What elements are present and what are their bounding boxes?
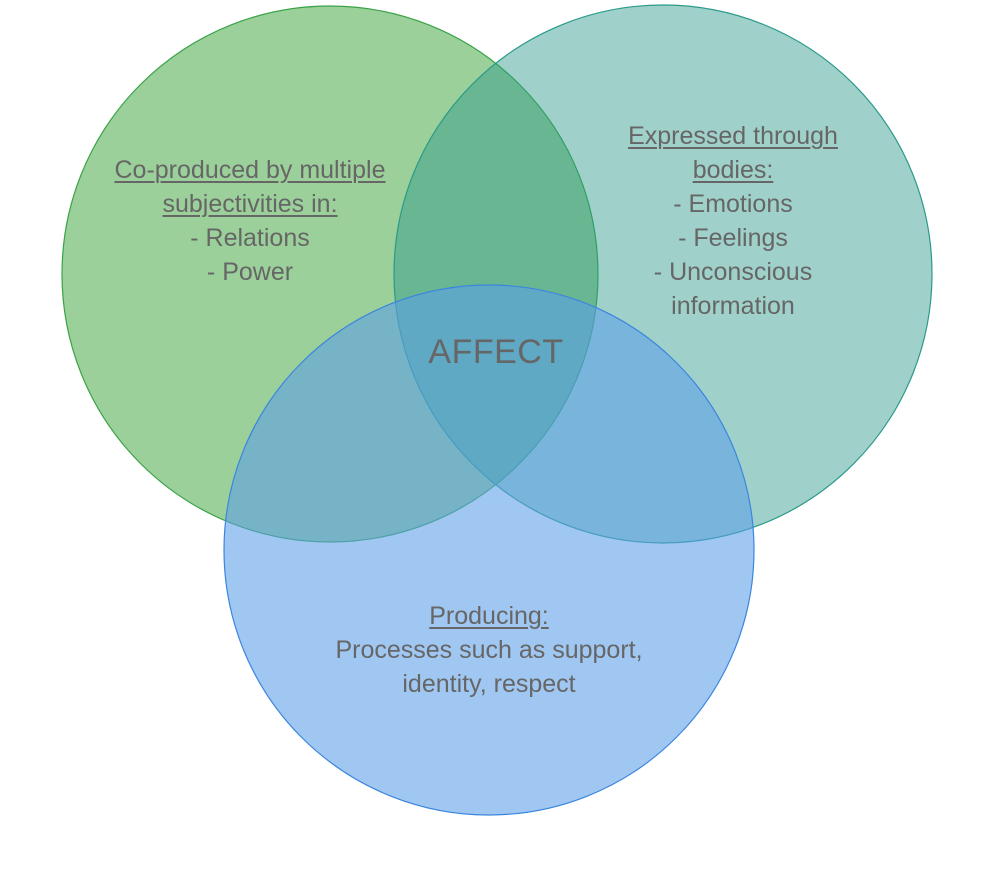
label-expressed-item: information (671, 292, 795, 320)
label-expressed-item: - Unconscious (653, 258, 813, 286)
label-expressed-title-2: bodies: (692, 156, 774, 184)
label-expressed-title-1: Expressed through (628, 122, 838, 150)
label-producing-item: Processes such as support, (335, 636, 643, 664)
center-label-affect: AFFECT (428, 333, 564, 371)
label-co-produced: Co-produced by multiple subjectivities i… (70, 153, 430, 289)
label-co-produced-title-1: Co-produced by multiple (114, 156, 386, 184)
label-co-produced-item: - Relations (190, 224, 310, 252)
label-co-produced-item: - Power (206, 258, 294, 286)
label-expressed-item: - Emotions (673, 190, 793, 218)
label-producing-title: Producing: (429, 602, 549, 630)
venn-circle-producing (223, 284, 755, 816)
label-producing-item: identity, respect (402, 670, 576, 698)
label-co-produced-title-2: subjectivities in: (162, 190, 338, 218)
label-expressed-item: - Feelings (678, 224, 788, 252)
label-expressed: Expressed through bodies: - Emotions - F… (583, 119, 883, 323)
label-producing: Producing: Processes such as support, id… (289, 599, 689, 701)
